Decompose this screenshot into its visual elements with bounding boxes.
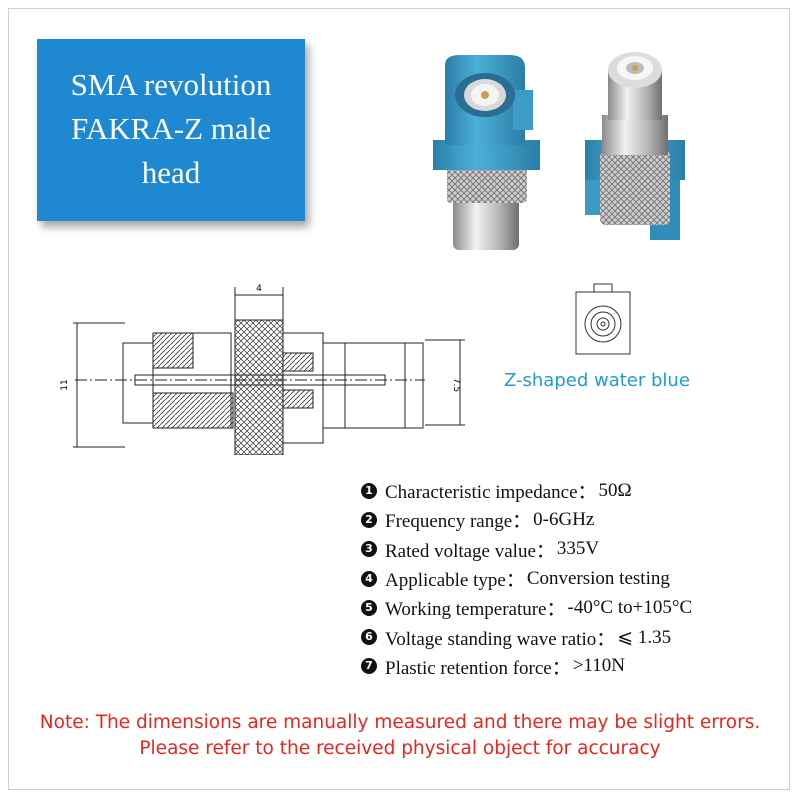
title-line-2: FAKRA-Z male [70,111,272,146]
spec-number-badge: 3 [361,541,377,558]
spec-number-badge: 1 [361,482,377,499]
spec-label: Rated voltage value： [385,540,555,562]
spec-label: Working temperature： [385,599,566,621]
spec-label: Applicable type： [385,570,525,592]
title-banner: SMA revolution FAKRA-Z male head [37,39,305,221]
spec-item: 7 Plastic retention force：>110N [361,652,692,681]
title-line-1: SMA revolution [70,67,272,102]
spec-label: Frequency range： [385,511,532,533]
spec-label: Characteristic impedance： [385,482,597,504]
disclaimer-note: Note: The dimensions are manually measur… [39,712,761,759]
spec-number-badge: 7 [361,658,377,675]
spec-item: 3 Rated voltage value：335V [361,535,692,564]
dim-top-label: 4 [256,284,262,294]
spec-value: Conversion testing [526,567,670,589]
spec-value: 335V [556,538,600,560]
spec-number-badge: 2 [361,511,377,528]
spec-value: -40°C to+105°C [567,596,693,618]
spec-item: 5 Working temperature：-40°C to+105°C [361,593,692,622]
spec-label: Voltage standing wave ratio： [385,628,616,650]
spec-item: 1 Characteristic impedance：50Ω [361,476,692,505]
spec-item: 2 Frequency range：0-6GHz [361,505,692,534]
spec-value: 50Ω [598,479,632,501]
spec-item: 4 Applicable type：Conversion testing [361,564,692,593]
product-photo-fakra-side [433,55,540,250]
spec-value: ⩽ 1.35 [617,626,672,648]
spec-number-badge: 6 [361,629,377,646]
product-photo-sma-side [585,52,685,240]
dim-left-label: 11 [60,379,70,390]
title-line-3: head [141,155,201,190]
product-title: SMA revolution FAKRA-Z male head [37,63,305,195]
spec-number-badge: 5 [361,599,377,616]
spec-value: 0-6GHz [533,508,595,530]
z-coding-cross-section-icon [575,283,631,355]
spec-label: Plastic retention force： [385,657,571,679]
spec-number-badge: 4 [361,570,377,587]
spec-list: 1 Characteristic impedance：50Ω 2 Frequency… [361,476,692,681]
technical-drawing: 4 11 7.5 [60,284,465,455]
page-frame [8,8,790,790]
dim-right-label: 7.5 [451,378,461,392]
color-label: Z-shaped water blue [504,370,690,391]
spec-value: >110N [572,655,625,677]
spec-item: 6 Voltage standing wave ratio：⩽ 1.35 [361,622,692,651]
